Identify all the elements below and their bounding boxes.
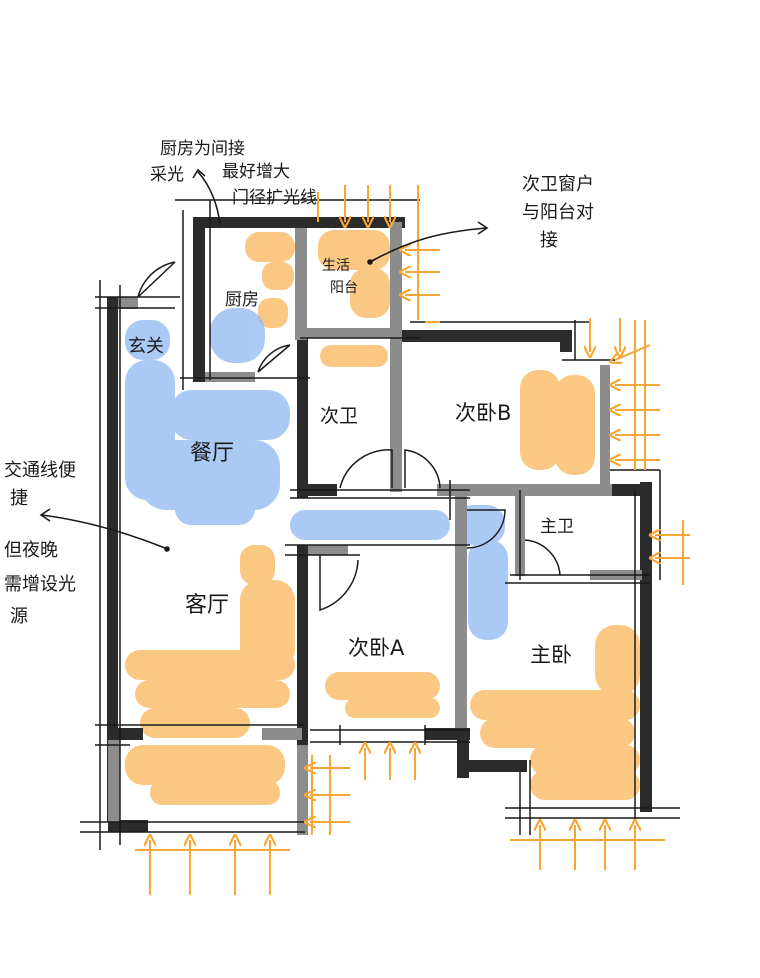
room-label-second-bath: 次卫 — [320, 405, 358, 427]
wall-segment — [205, 372, 255, 382]
room-label-master-bath: 主卫 — [540, 517, 574, 537]
door-master-bath — [524, 539, 561, 576]
walls — [107, 217, 652, 835]
circulation-zones — [125, 308, 508, 640]
wall-segment — [308, 545, 348, 555]
room-label-master-bedroom: 主卧 — [530, 643, 572, 667]
wall-segment — [400, 330, 570, 342]
room-label-utility-balcony-1: 生活 — [322, 258, 350, 274]
sunlight-zone-living — [125, 545, 295, 805]
door-second-bath — [339, 449, 393, 489]
note-line: 次卫窗户 — [522, 174, 594, 195]
note-kitchen-light: 厨房为间接 采光 最好增大 门径扩光线 — [150, 139, 317, 208]
sunlight-zone-master-bedroom — [470, 625, 640, 800]
wall-segment — [297, 338, 308, 498]
note-line: 门径扩光线 — [232, 188, 317, 208]
wall-segment — [108, 740, 120, 822]
wall-segment — [610, 484, 652, 496]
arrow-circulation-note — [41, 514, 166, 549]
wall-segment — [262, 728, 302, 740]
wall-segment — [107, 297, 118, 822]
sunlight-guides — [135, 185, 684, 851]
sunlight-zone-kitchen — [245, 232, 295, 328]
note-line: 捷 — [10, 488, 28, 509]
note-circulation: 交通线便 捷 但夜晚 需增设光 源 — [4, 460, 76, 627]
room-label-dining: 餐厅 — [190, 441, 234, 466]
room-label-kitchen: 厨房 — [225, 290, 259, 310]
room-label-bedroom-b: 次卧B — [455, 401, 511, 425]
room-label-living: 客厅 — [185, 593, 229, 618]
wall-segment — [108, 820, 148, 832]
wall-segment — [307, 328, 402, 338]
wall-segment — [455, 496, 467, 728]
wall-segment — [193, 217, 405, 228]
wall-segment — [437, 484, 612, 496]
note-line: 厨房为间接 — [160, 139, 245, 159]
note-line: 与阳台对 — [522, 202, 594, 223]
sunlight-zone-bedroom-b — [520, 370, 595, 475]
wall-segment — [425, 728, 470, 740]
wall-segment — [297, 545, 308, 745]
wall-segment — [640, 482, 652, 812]
wall-segment — [193, 217, 205, 382]
annotation-arrows — [39, 168, 489, 552]
wall-segment — [295, 228, 307, 340]
door-bedroom-a — [319, 555, 359, 612]
note-line: 最好增大 — [222, 162, 290, 182]
arrow-window-note — [369, 227, 487, 263]
room-label-utility-balcony-2: 阳台 — [330, 280, 358, 296]
arrow-kitchen-note — [197, 171, 221, 226]
note-line: 交通线便 — [4, 460, 76, 481]
wall-segment — [600, 365, 610, 485]
sketch-lines — [80, 199, 680, 850]
note-line: 源 — [10, 606, 28, 627]
door-kitchen — [257, 344, 291, 373]
sunlight-zones — [125, 230, 640, 805]
door-bedroom-b — [404, 449, 441, 489]
door-master-bedroom — [466, 509, 506, 549]
note-line: 但夜晚 — [4, 540, 58, 561]
room-labels: 厨房 生活 阳台 玄关 餐厅 客厅 次卫 次卧B 次卧A 主卫 主卧 — [128, 258, 574, 667]
sunlight-zone-bedroom-a — [325, 672, 440, 718]
sunlight-zone-utility-balcony — [318, 230, 390, 367]
door-entrance — [137, 261, 176, 298]
wall-segment — [118, 297, 138, 309]
room-label-entrance: 玄关 — [128, 336, 164, 357]
wall-segment — [560, 330, 572, 352]
wall-segment — [108, 728, 143, 740]
wall-segment — [297, 745, 308, 835]
note-bath-window: 次卫窗户 与阳台对 接 — [522, 174, 594, 251]
room-label-bedroom-a: 次卧A — [348, 636, 405, 660]
wall-segment — [457, 760, 527, 772]
door-swings — [137, 261, 561, 612]
note-line: 采光 — [150, 165, 184, 185]
note-line: 接 — [540, 230, 558, 251]
note-line: 需增设光 — [4, 574, 76, 595]
